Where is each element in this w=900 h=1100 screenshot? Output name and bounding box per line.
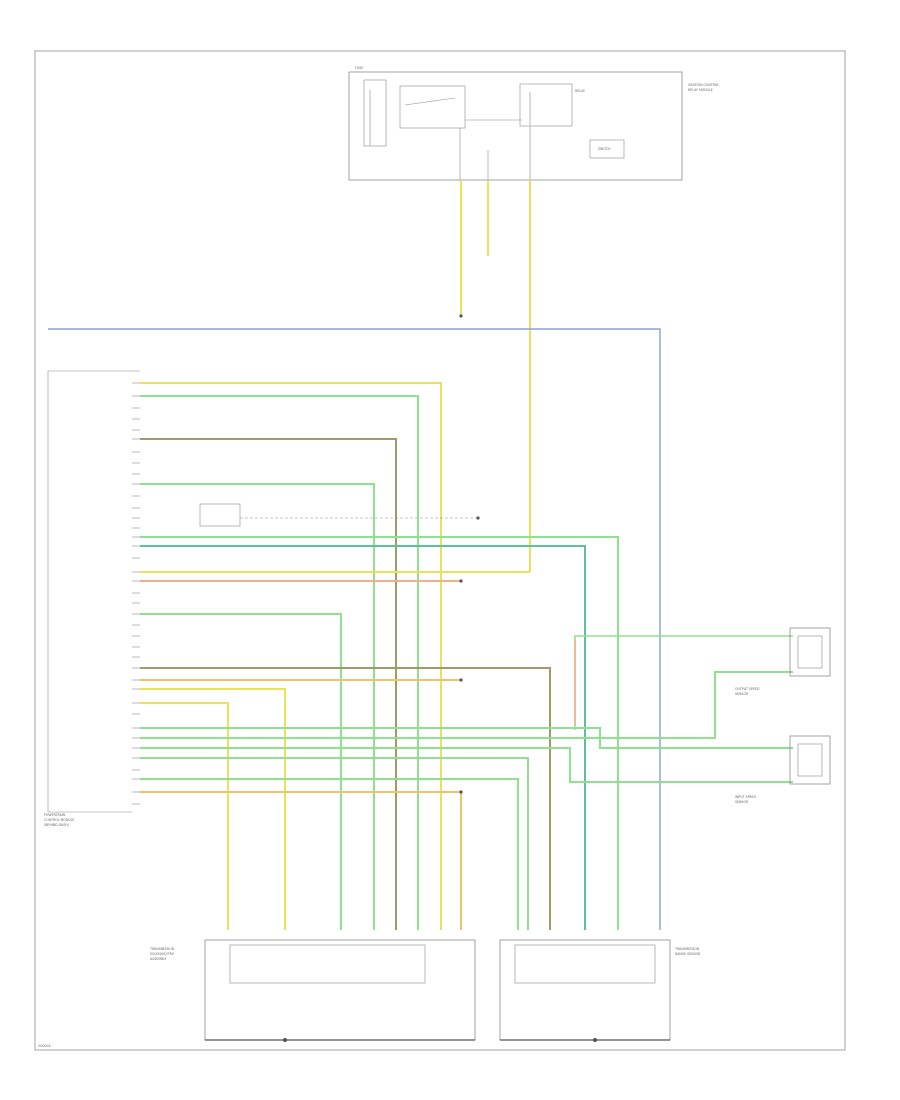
wire-row-9: [140, 613, 342, 930]
svg-text:G00000: G00000: [38, 1044, 51, 1048]
svg-text:SENSOR: SENSOR: [735, 800, 749, 804]
svg-text:CONTROL MODULE: CONTROL MODULE: [44, 818, 74, 822]
wire-row-4: [140, 483, 375, 930]
wire-row-10: [140, 667, 551, 930]
svg-text:TRANSMISSION: TRANSMISSION: [674, 947, 700, 951]
svg-text:ASSEMBLY: ASSEMBLY: [150, 957, 167, 961]
wire-bus-blue: [48, 328, 661, 930]
wire-row-6: [140, 545, 586, 930]
wire-sensor-a: [574, 635, 793, 730]
wire-row-16: [140, 747, 793, 783]
wire-row-18: [140, 778, 519, 930]
svg-text:FUSE: FUSE: [355, 66, 363, 70]
wire-row-19: [140, 791, 462, 930]
relay-coil: [519, 83, 573, 127]
wire-row-2: [140, 395, 419, 930]
svg-text:SENSOR: SENSOR: [735, 692, 749, 696]
left-connector-block: TRANSMISSION SOLENOID/TRS ASSEMBLY: [149, 939, 476, 1042]
svg-text:SWITCH: SWITCH: [598, 147, 611, 151]
wire-harness: [48, 180, 793, 930]
splice-dots: [459, 314, 480, 794]
resistor-element: [589, 139, 625, 159]
powertrain-control-module: POWERTRAIN CONTROL MODULE (BEHIND DASH): [44, 370, 140, 827]
wire-row-17: [140, 757, 529, 930]
wire-row-15: [140, 671, 793, 739]
svg-text:IGNITION CONTROL: IGNITION CONTROL: [688, 83, 719, 87]
outer-frame: [34, 50, 846, 1051]
svg-text:POWERTRAIN: POWERTRAIN: [44, 813, 66, 817]
wire-row-13: [140, 702, 229, 930]
sensor-a: OUTPUT SPEED SENSOR: [735, 627, 831, 696]
svg-text:(BEHIND DASH): (BEHIND DASH): [44, 823, 69, 827]
fuse-block: [363, 79, 387, 147]
svg-text:RELAY: RELAY: [575, 89, 585, 93]
relay-switch: [399, 85, 466, 129]
wire-row-12: [140, 688, 286, 930]
svg-text:OUTPUT SPEED: OUTPUT SPEED: [735, 687, 760, 691]
svg-text:SOLENOID/TRS: SOLENOID/TRS: [150, 952, 174, 956]
wire-row-5: [140, 536, 619, 930]
wire-row-3: [140, 438, 397, 930]
top-relay-module: FUSE IGNITION CONTROL RELAY MODULE RELAY…: [348, 66, 719, 181]
sensor-b: INPUT SPEED SENSOR: [735, 735, 831, 804]
splice-box: [199, 503, 241, 527]
svg-text:INPUT SPEED: INPUT SPEED: [735, 795, 757, 799]
svg-text:RELAY MODULE: RELAY MODULE: [688, 88, 713, 92]
svg-text:RANGE SENSOR: RANGE SENSOR: [675, 952, 701, 956]
right-connector-block: TRANSMISSION RANGE SENSOR: [499, 939, 701, 1042]
svg-text:TRANSMISSION: TRANSMISSION: [149, 947, 175, 951]
